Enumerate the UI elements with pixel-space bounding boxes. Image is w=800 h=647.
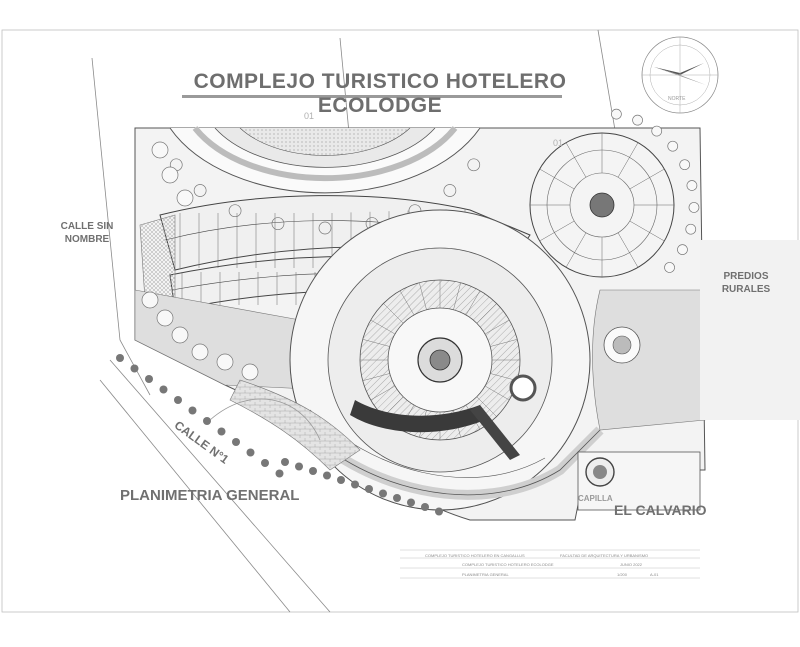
tree-icon xyxy=(281,458,289,466)
tree-icon xyxy=(188,406,197,415)
tree-icon xyxy=(156,309,174,327)
predios-area xyxy=(700,240,800,420)
tree-icon xyxy=(337,476,345,484)
tree-icon xyxy=(174,396,182,404)
tree-icon xyxy=(351,480,359,489)
title-block-sheet-name: PLANIMETRIA GENERAL xyxy=(462,572,509,577)
covered-walkway xyxy=(350,400,485,433)
title-block-subtitle: COMPLEJO TURISTICO HOTELERO ECOLODGE xyxy=(462,562,554,567)
tree-icon xyxy=(159,385,168,394)
tree-icon xyxy=(191,343,209,361)
tree-icon xyxy=(217,427,226,436)
tree-icon xyxy=(664,262,675,273)
tree-icon xyxy=(685,223,697,235)
tree-icon xyxy=(667,140,679,152)
tree-icon xyxy=(193,184,207,197)
title-underline xyxy=(182,95,562,98)
title-block-sheet-no: A-01 xyxy=(650,572,659,577)
tree-icon xyxy=(216,353,234,371)
tree-icon xyxy=(365,485,373,493)
tree-icon xyxy=(151,141,169,159)
tree-icon xyxy=(145,375,153,383)
title-block-faculty: FACULTAD DE ARQUITECTURA Y URBANISMO xyxy=(560,553,649,558)
walkway-ramp xyxy=(470,405,520,460)
lawn-left xyxy=(134,289,331,391)
drawing-title: COMPLEJO TURISTICO HOTELERO xyxy=(193,70,567,93)
street-trees-calle1 xyxy=(116,354,443,516)
tree-icon xyxy=(309,467,317,475)
label-predios-rurales: PREDIOS RURALES xyxy=(721,271,771,295)
tree-icon xyxy=(116,354,124,362)
tree-icon xyxy=(443,184,457,197)
tree-icon xyxy=(435,507,443,516)
road-curve xyxy=(209,398,321,441)
tree-icon xyxy=(130,364,139,373)
tree-icon xyxy=(295,462,303,471)
tree-icon xyxy=(318,221,332,235)
section-mark-b: 01 xyxy=(553,138,564,148)
tree-icon xyxy=(141,291,159,309)
tree-icon xyxy=(393,494,401,502)
title-block-project: COMPLEJO TURISTICO HOTELERO EN CANGALLUS xyxy=(425,553,525,558)
tree-icon xyxy=(275,469,284,478)
label-capilla: CAPILLA xyxy=(578,494,613,503)
tree-icon xyxy=(323,471,331,480)
north-label: NORTE xyxy=(668,96,686,102)
tree-icon xyxy=(679,159,691,171)
tree-icon xyxy=(261,459,269,467)
tree-icon xyxy=(171,326,189,344)
label-el-calvario: EL CALVARIO xyxy=(614,502,707,518)
label-calle-sin-nombre: CALLE SIN NOMBRE xyxy=(60,221,114,245)
tree-icon xyxy=(632,114,643,126)
tree-icon xyxy=(686,180,698,191)
landscape-strip xyxy=(229,379,361,471)
tree-icon xyxy=(228,204,242,218)
tree-icon xyxy=(379,489,387,498)
tree-icon xyxy=(241,363,259,381)
tree-row-left xyxy=(141,141,259,381)
title-block-scale: 1/200 xyxy=(617,572,628,577)
tree-icon xyxy=(271,217,285,230)
tree-icon xyxy=(611,108,622,120)
title-block xyxy=(400,549,700,579)
north-arrow-icon xyxy=(641,36,719,114)
drawing-subtitle: ECOLODGE xyxy=(317,94,443,117)
tree-icon xyxy=(688,202,700,213)
tree-icon xyxy=(467,158,481,172)
tree-icon xyxy=(161,166,179,184)
tree-icon xyxy=(651,125,663,137)
lawn-right xyxy=(592,289,706,431)
tree-icon xyxy=(407,498,415,507)
section-mark-a: 01 xyxy=(304,111,315,121)
capilla-icon xyxy=(585,457,615,487)
title-block-date: JUNIO 2022 xyxy=(620,562,643,567)
tree-icon xyxy=(203,417,211,425)
central-plaza-arc xyxy=(169,126,481,194)
tree-icon xyxy=(677,244,688,255)
label-planimetria-general: PLANIMETRIA GENERAL xyxy=(120,487,300,504)
tree-icon xyxy=(232,438,240,446)
tree-icon xyxy=(246,448,255,457)
tree-row-right xyxy=(611,108,700,273)
bungalow-cluster xyxy=(529,132,675,278)
tree-icon xyxy=(421,503,429,511)
fountain xyxy=(603,326,641,364)
roundabout xyxy=(509,374,537,402)
tree-icon xyxy=(176,189,194,207)
